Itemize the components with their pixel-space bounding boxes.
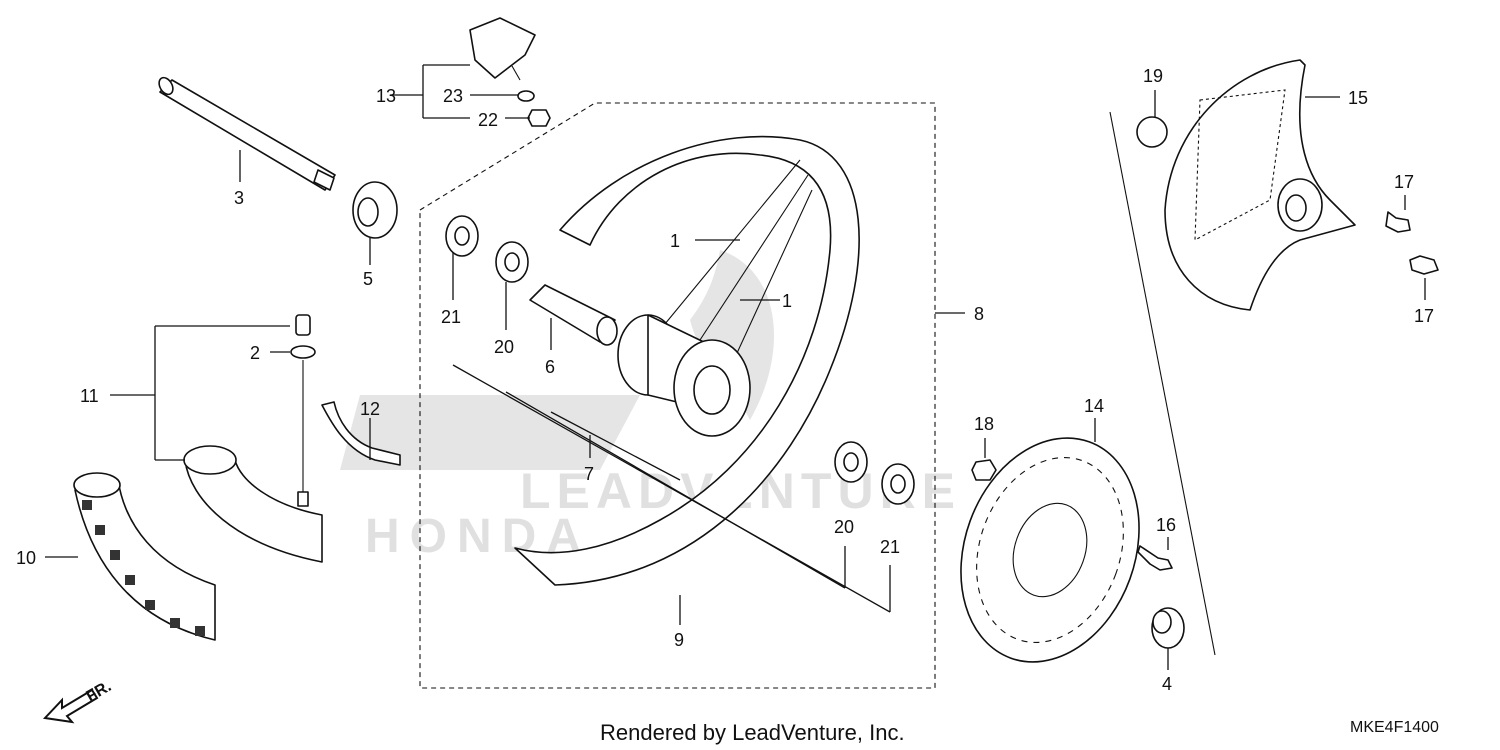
callout-21-right: 21: [880, 537, 900, 557]
callout-11: 11: [80, 386, 99, 406]
front-direction-indicator: FR.: [42, 678, 114, 724]
tire: [73, 472, 216, 641]
flange-nut: [971, 459, 997, 481]
distance-collar: [529, 284, 616, 343]
inner-tube-opening: [183, 445, 237, 475]
bearing-right-inner: [834, 441, 868, 483]
cover-bolt-lower: [1409, 255, 1439, 275]
cover-bolt-upper: [1385, 211, 1411, 233]
disc-bolt: [1137, 545, 1173, 571]
callout-10: 10: [16, 548, 36, 568]
bearing-right-outer: [881, 463, 915, 505]
direction-arrow-icon: [42, 688, 99, 724]
callout-6: 6: [545, 357, 555, 377]
callout-5: 5: [363, 269, 373, 289]
callouts: 13 23 22 3 5 2 11 12 10 21 20 6 7 1 1 9 …: [16, 66, 1434, 694]
leader-lines: [45, 64, 1426, 670]
brake-disc: [960, 437, 1140, 663]
hub: [617, 314, 751, 437]
cover-assembly-frame: [1109, 111, 1216, 656]
callout-9: 9: [674, 630, 684, 650]
cover-collar: [1136, 116, 1168, 148]
callout-19: 19: [1143, 66, 1163, 86]
inner-tube: [184, 459, 323, 563]
callout-12: 12: [360, 399, 380, 419]
callout-8: 8: [974, 304, 984, 324]
callout-15: 15: [1348, 88, 1368, 108]
callout-13: 13: [376, 86, 396, 106]
callout-18: 18: [974, 414, 994, 434]
callout-16: 16: [1156, 515, 1176, 535]
front-axle: [158, 76, 336, 191]
side-collar: [1151, 607, 1185, 649]
callout-1-upper: 1: [670, 231, 680, 251]
bearing-left-outer: [445, 215, 479, 257]
disc-cover: [1164, 59, 1356, 311]
callout-1-lower: 1: [782, 291, 792, 311]
callout-23: 23: [443, 86, 463, 106]
callout-7: 7: [584, 464, 594, 484]
callout-4: 4: [1162, 674, 1172, 694]
rim-band: [321, 401, 401, 466]
bearing-left-inner: [495, 241, 529, 283]
rim: [514, 135, 860, 586]
callout-2: 2: [250, 343, 260, 363]
callout-17-upper: 17: [1394, 172, 1414, 192]
callout-3: 3: [234, 188, 244, 208]
callout-20-right: 20: [834, 517, 854, 537]
callout-14: 14: [1084, 396, 1104, 416]
callout-20-left: 20: [494, 337, 514, 357]
sensor-bracket: [469, 17, 551, 127]
footer-credit: Rendered by LeadVenture, Inc.: [600, 720, 905, 745]
watermark: LEADVENTURE HONDA: [340, 250, 955, 563]
axle-collar: [352, 181, 398, 239]
diagram-code: MKE4F1400: [1350, 719, 1439, 736]
callout-22: 22: [478, 110, 498, 130]
valve-stem: [290, 314, 316, 507]
distance-collar-end: [596, 316, 618, 346]
wheel-assembly-frame: [419, 102, 936, 689]
callout-17-lower: 17: [1414, 306, 1434, 326]
watermark-logo: [340, 250, 774, 470]
callout-21-left: 21: [441, 307, 461, 327]
